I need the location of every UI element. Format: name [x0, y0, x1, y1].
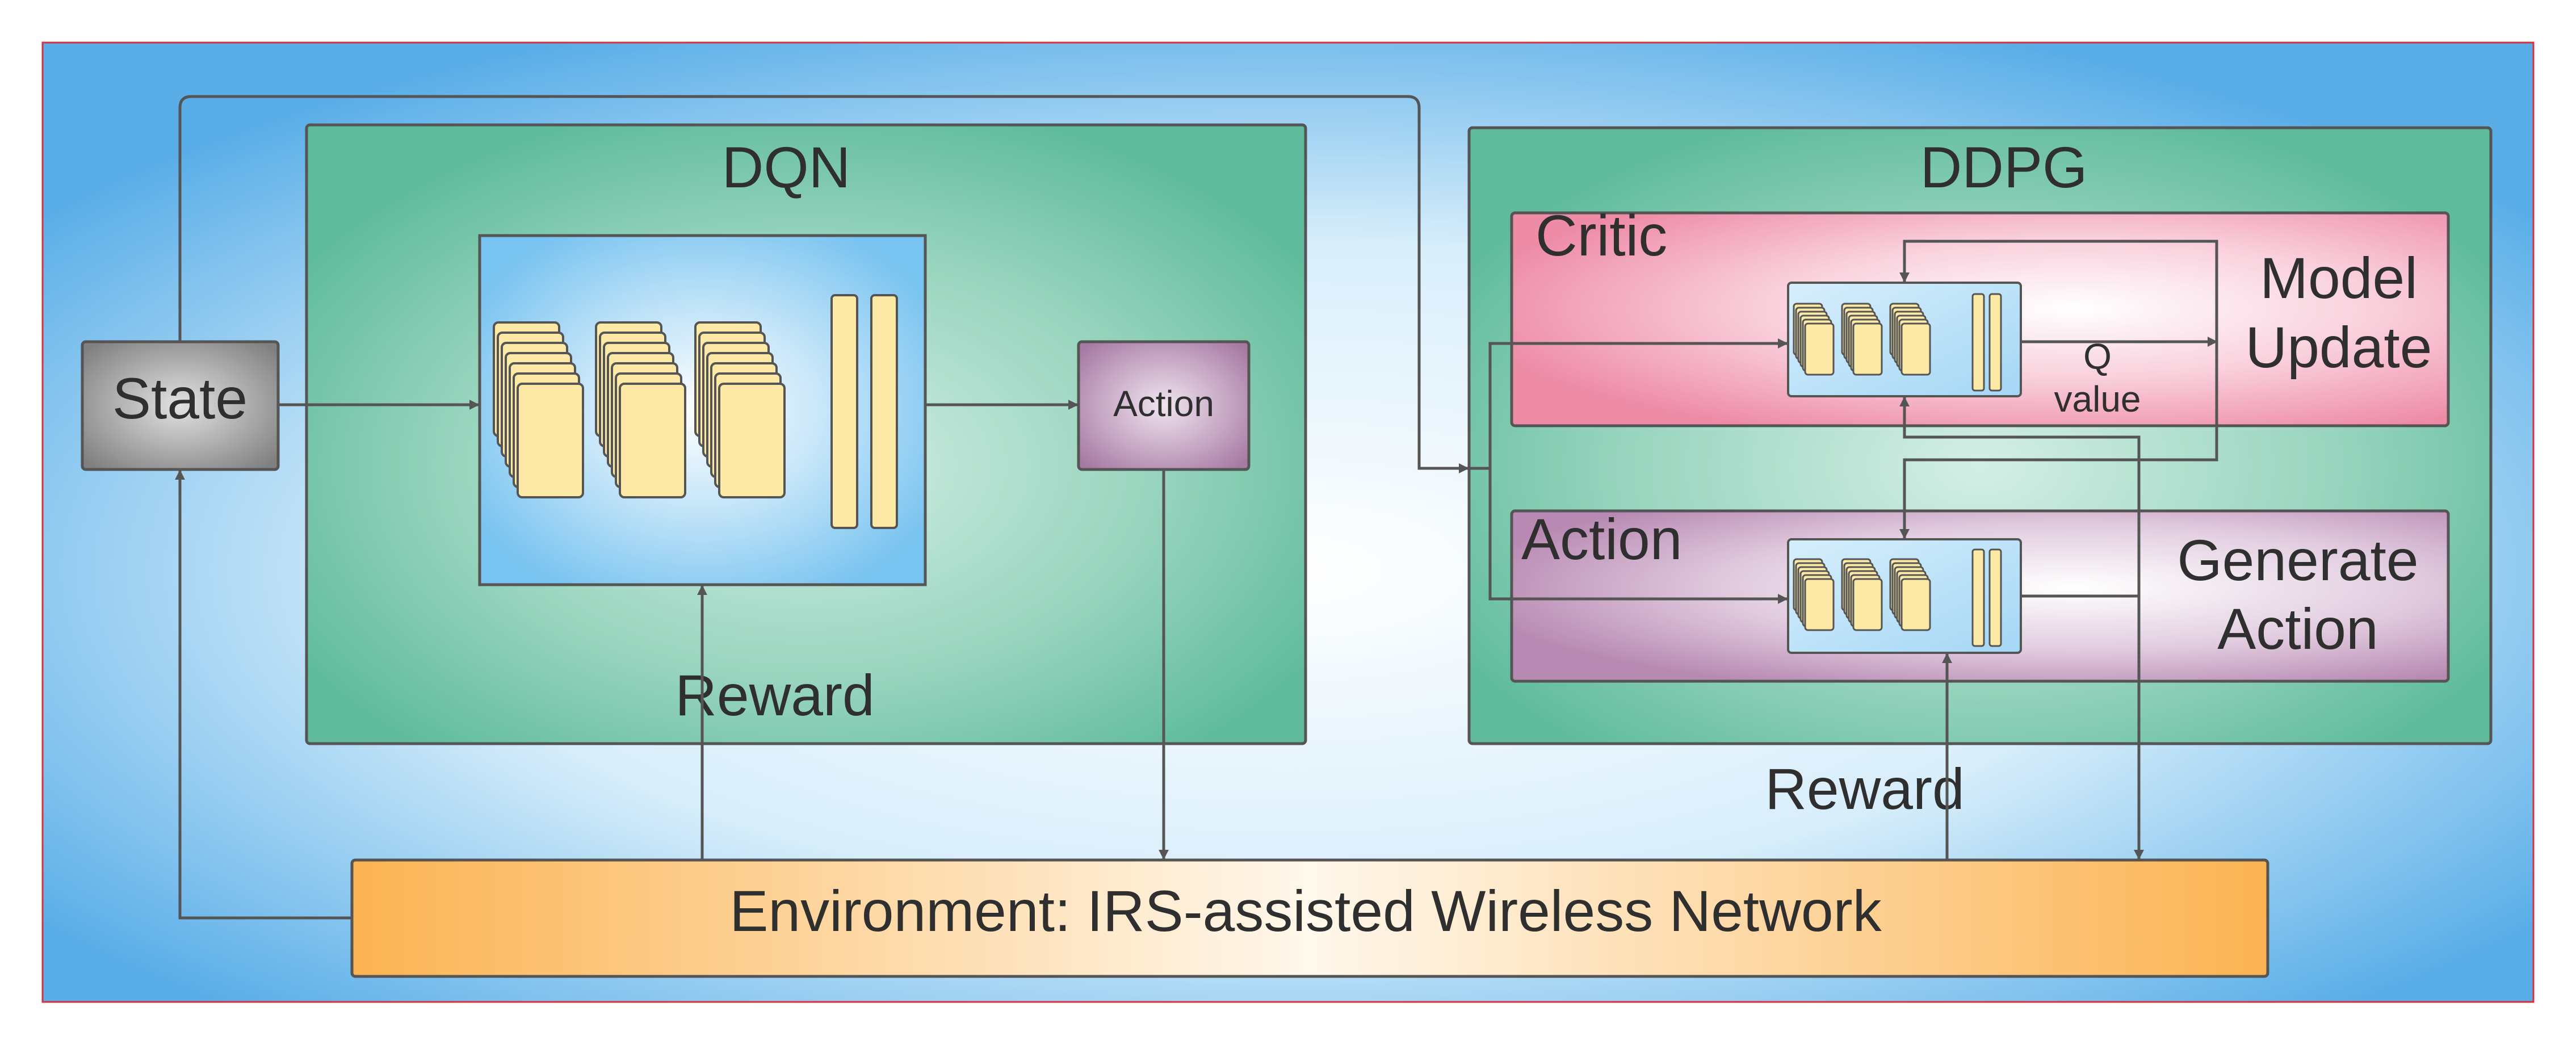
- environment-label: Environment: IRS-assisted Wireless Netwo…: [729, 879, 1882, 943]
- layer-card: [619, 383, 686, 498]
- layer-card: [1852, 322, 1883, 376]
- dense-layer: [1971, 548, 1985, 647]
- dense-layer: [1988, 293, 2002, 392]
- dqn-title: DQN: [722, 135, 851, 200]
- dqn-output-layer: [870, 294, 898, 529]
- model-update-line2: Update: [2246, 315, 2432, 380]
- layer-card: [718, 383, 786, 498]
- dqn-dense-layer: [830, 294, 858, 529]
- dense-layer: [1971, 293, 1985, 392]
- actor-title: Action: [1521, 507, 1683, 572]
- generate-action-line1: Generate: [2177, 528, 2418, 593]
- dqn-reward-label: Reward: [675, 663, 874, 728]
- ddpg-panel: DDPG Critic Model Update Q value Action …: [1467, 126, 2493, 821]
- q-value-line2: value: [2054, 379, 2141, 420]
- arrow-model-update-to-critic: [1899, 240, 2218, 342]
- arrow-ddpg-to-critic: [1469, 338, 1788, 470]
- arrow-state-to-ddpg: [178, 95, 1469, 473]
- arrow-environment-to-state: [175, 469, 352, 920]
- connectors: [175, 95, 2218, 920]
- dense-layer: [1988, 548, 2002, 647]
- layer-card: [1852, 578, 1883, 631]
- arrow-ddpg-to-actor: [1488, 468, 1788, 604]
- ddpg-reward-label: Reward: [1765, 757, 1964, 821]
- arrow-actor-to-critic: [1899, 396, 2141, 596]
- layer-card: [1804, 578, 1835, 631]
- generate-action-line2: Action: [2217, 597, 2378, 661]
- neural-network-icon: [493, 321, 786, 498]
- environment-box: Environment: IRS-assisted Wireless Netwo…: [350, 858, 2269, 978]
- ddpg-title: DDPG: [1920, 135, 2088, 200]
- state-label: State: [112, 366, 247, 431]
- arrow-model-update-to-actor: [1899, 342, 2218, 539]
- layer-card: [1900, 322, 1931, 376]
- neural-network-icon: [1793, 548, 2002, 647]
- dqn-action-label: Action: [1113, 383, 1214, 424]
- dqn-panel: DQN Action Reward: [305, 123, 1307, 745]
- layer-card: [1804, 322, 1835, 376]
- critic-title: Critic: [1535, 203, 1667, 268]
- layer-card: [1900, 578, 1931, 631]
- model-update-line1: Model: [2260, 246, 2418, 311]
- neural-network-icon: [1793, 293, 2002, 392]
- state-box: State: [81, 340, 280, 471]
- layer-card: [517, 383, 584, 498]
